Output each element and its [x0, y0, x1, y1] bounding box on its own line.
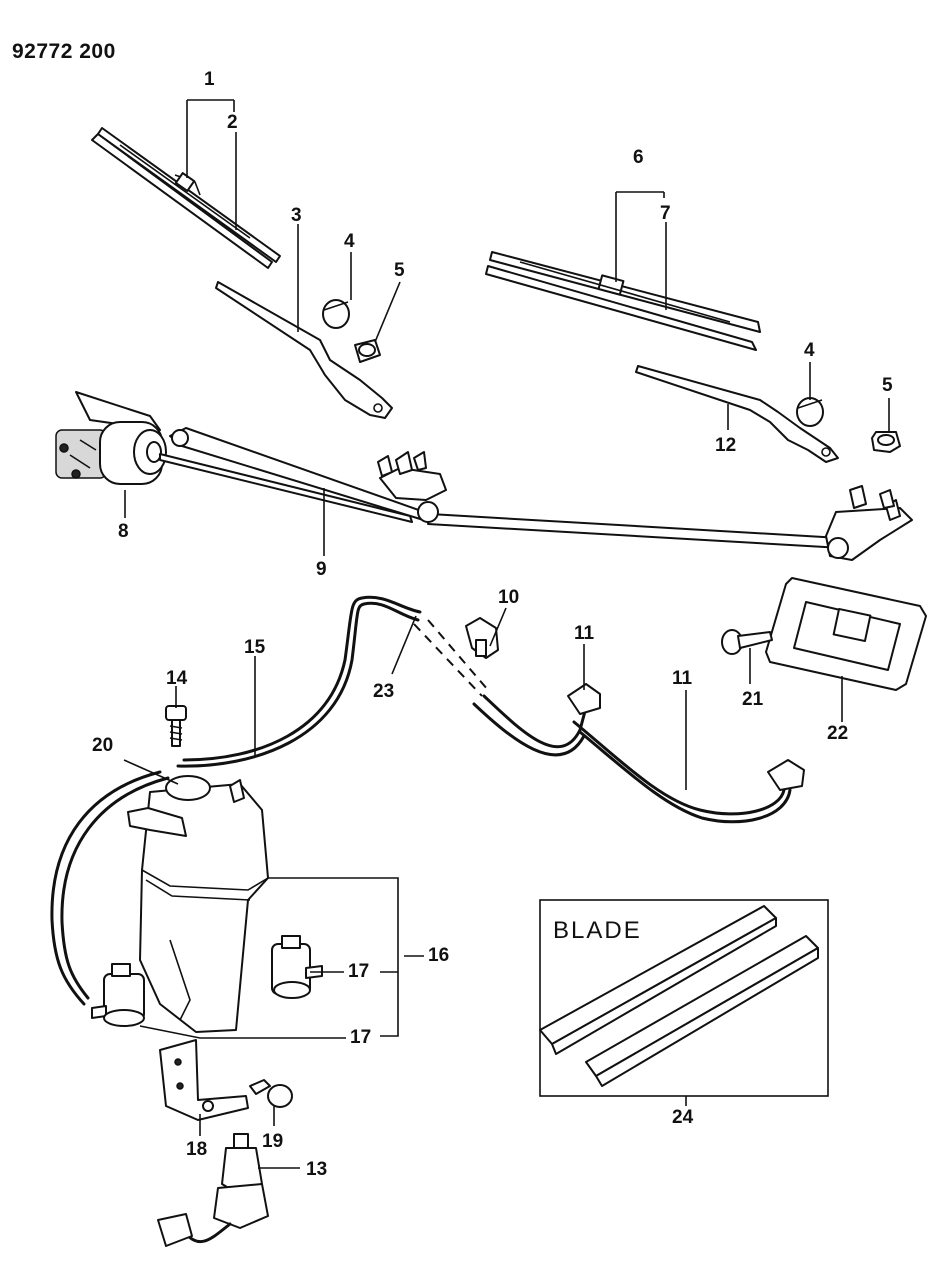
screw: [165, 705, 187, 747]
washer-hose: [50, 595, 792, 1006]
callout-1: 1: [204, 69, 215, 90]
callout-7: 7: [660, 203, 671, 224]
callout-14: 14: [166, 668, 188, 689]
hose-clamp: [465, 617, 499, 659]
callout-17-upper: 17: [348, 961, 370, 982]
left-wiper-arm: [215, 281, 393, 419]
callout-4-right: 4: [804, 340, 815, 361]
callout-10: 10: [498, 587, 520, 608]
callout-12: 12: [715, 435, 737, 456]
mounting-bolt: [721, 629, 773, 655]
callout-13: 13: [306, 1159, 328, 1180]
callout-6: 6: [633, 147, 644, 168]
washer-nozzles: [567, 683, 805, 791]
wiper-motor: [55, 391, 167, 485]
blade-inset: [539, 899, 829, 1097]
callout-9: 9: [316, 559, 327, 580]
leader-lines: [123, 99, 890, 1169]
bracket-bolt: [249, 1079, 293, 1108]
callout-11-left: 11: [574, 623, 595, 644]
right-wiper-arm: [635, 365, 839, 463]
callout-4-left: 4: [344, 231, 355, 252]
callout-15: 15: [244, 637, 266, 658]
washer-reservoir: [127, 775, 269, 1033]
callout-23: 23: [373, 681, 395, 702]
callout-24: 24: [672, 1107, 694, 1128]
callout-16: 16: [428, 945, 450, 966]
level-switch: [157, 1133, 269, 1247]
document-id: 92772 200: [12, 40, 116, 63]
reservoir-bracket: [159, 1039, 249, 1121]
wiper-linkage: [159, 427, 913, 561]
callout-18: 18: [186, 1139, 208, 1160]
arm-caps-and-nuts: [322, 299, 901, 453]
callout-8: 8: [118, 521, 129, 542]
callout-11-right: 11: [672, 668, 693, 689]
callout-3: 3: [291, 205, 302, 226]
callout-20: 20: [92, 735, 114, 756]
blade-inset-title: BLADE: [553, 917, 642, 944]
callout-5-right: 5: [882, 375, 893, 396]
callout-19: 19: [262, 1131, 284, 1152]
callout-5-left: 5: [394, 260, 405, 281]
left-wiper-blade: [91, 127, 281, 269]
callout-22: 22: [827, 723, 849, 744]
callout-21: 21: [742, 689, 764, 710]
callout-2: 2: [227, 112, 238, 133]
callout-17-lower: 17: [350, 1027, 372, 1048]
cover-plate: [765, 577, 927, 691]
right-wiper-blade: [485, 251, 761, 351]
